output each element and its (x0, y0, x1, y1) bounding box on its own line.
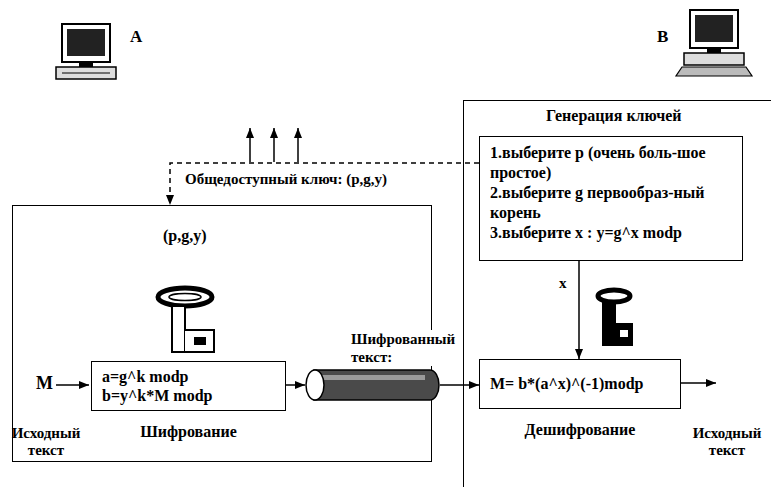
computer-base (56, 67, 116, 79)
publish-arrow (273, 128, 275, 162)
cylinder-end (306, 370, 324, 400)
formula-text: b=y^k*M modp (102, 386, 212, 405)
key-notch (194, 337, 206, 345)
formula-text: a=g^k modp (102, 367, 188, 386)
key-icon (598, 290, 633, 346)
publish-arrow (297, 128, 299, 162)
key-notch (620, 330, 628, 337)
steps-box: 1.выберите p (очень боль-шое простое)2.в… (479, 136, 743, 261)
output-arrow (681, 382, 716, 384)
keyboard (676, 67, 752, 76)
computer-slot (62, 73, 110, 74)
cylinder-highlight (314, 375, 425, 380)
cylinder-body (314, 370, 439, 400)
monitor-screen (695, 15, 733, 42)
step-text: 3.выберите x : y=g^x modp (490, 223, 732, 243)
message-symbol: M (36, 373, 53, 394)
plaintext-label: Исходный текст (688, 425, 766, 460)
edge-label: Общедоступный ключ: (p,g,y) (183, 171, 389, 188)
flow-arrow (440, 384, 479, 386)
key-ring (158, 288, 212, 306)
plaintext-label: Исходный текст (4, 425, 88, 460)
computer-icon (676, 10, 752, 76)
process-caption: Дешифрование (480, 420, 680, 439)
ciphertext-cylinder: Шифрованный текст: (305, 369, 440, 401)
dashed-arrow (170, 163, 479, 205)
input-arrow (56, 384, 89, 386)
key-icon (158, 288, 214, 352)
edge-label: x (557, 275, 569, 292)
key-heading: (p,g,y) (163, 226, 207, 245)
key-shaft (172, 306, 185, 352)
computer-label: A (130, 27, 142, 47)
key-ring-hole (169, 294, 201, 301)
panel-heading: Генерация ключей (546, 106, 682, 125)
flow-arrow (286, 384, 305, 386)
computer-base (684, 53, 744, 65)
publish-arrow (249, 128, 251, 162)
monitor-frame (62, 24, 110, 62)
process-box: M= b*(a^x)^(-1)modpДешифрование (479, 359, 681, 409)
monitor-frame (690, 10, 738, 48)
monitor-screen (67, 29, 105, 56)
computer-label: B (657, 27, 668, 47)
step-text: 2.выберите g первообраз-ный корень (490, 183, 732, 223)
cylinder-outline (305, 369, 440, 401)
key-bit (616, 323, 633, 346)
computer-icon (56, 24, 116, 79)
key-shaft (602, 302, 616, 346)
flow-arrow (578, 261, 580, 359)
process-box: a=g^k modpb=y^k*M modpШифрование (91, 361, 286, 411)
step-text: 1.выберите p (очень боль-шое простое) (490, 143, 732, 183)
cylinder-caption: Шифрованный текст: (351, 330, 461, 366)
key-bit (185, 330, 214, 352)
process-caption: Шифрование (92, 422, 285, 441)
formula-text: M= b*(a^x)^(-1)modp (490, 374, 643, 393)
key-ring (598, 290, 630, 302)
